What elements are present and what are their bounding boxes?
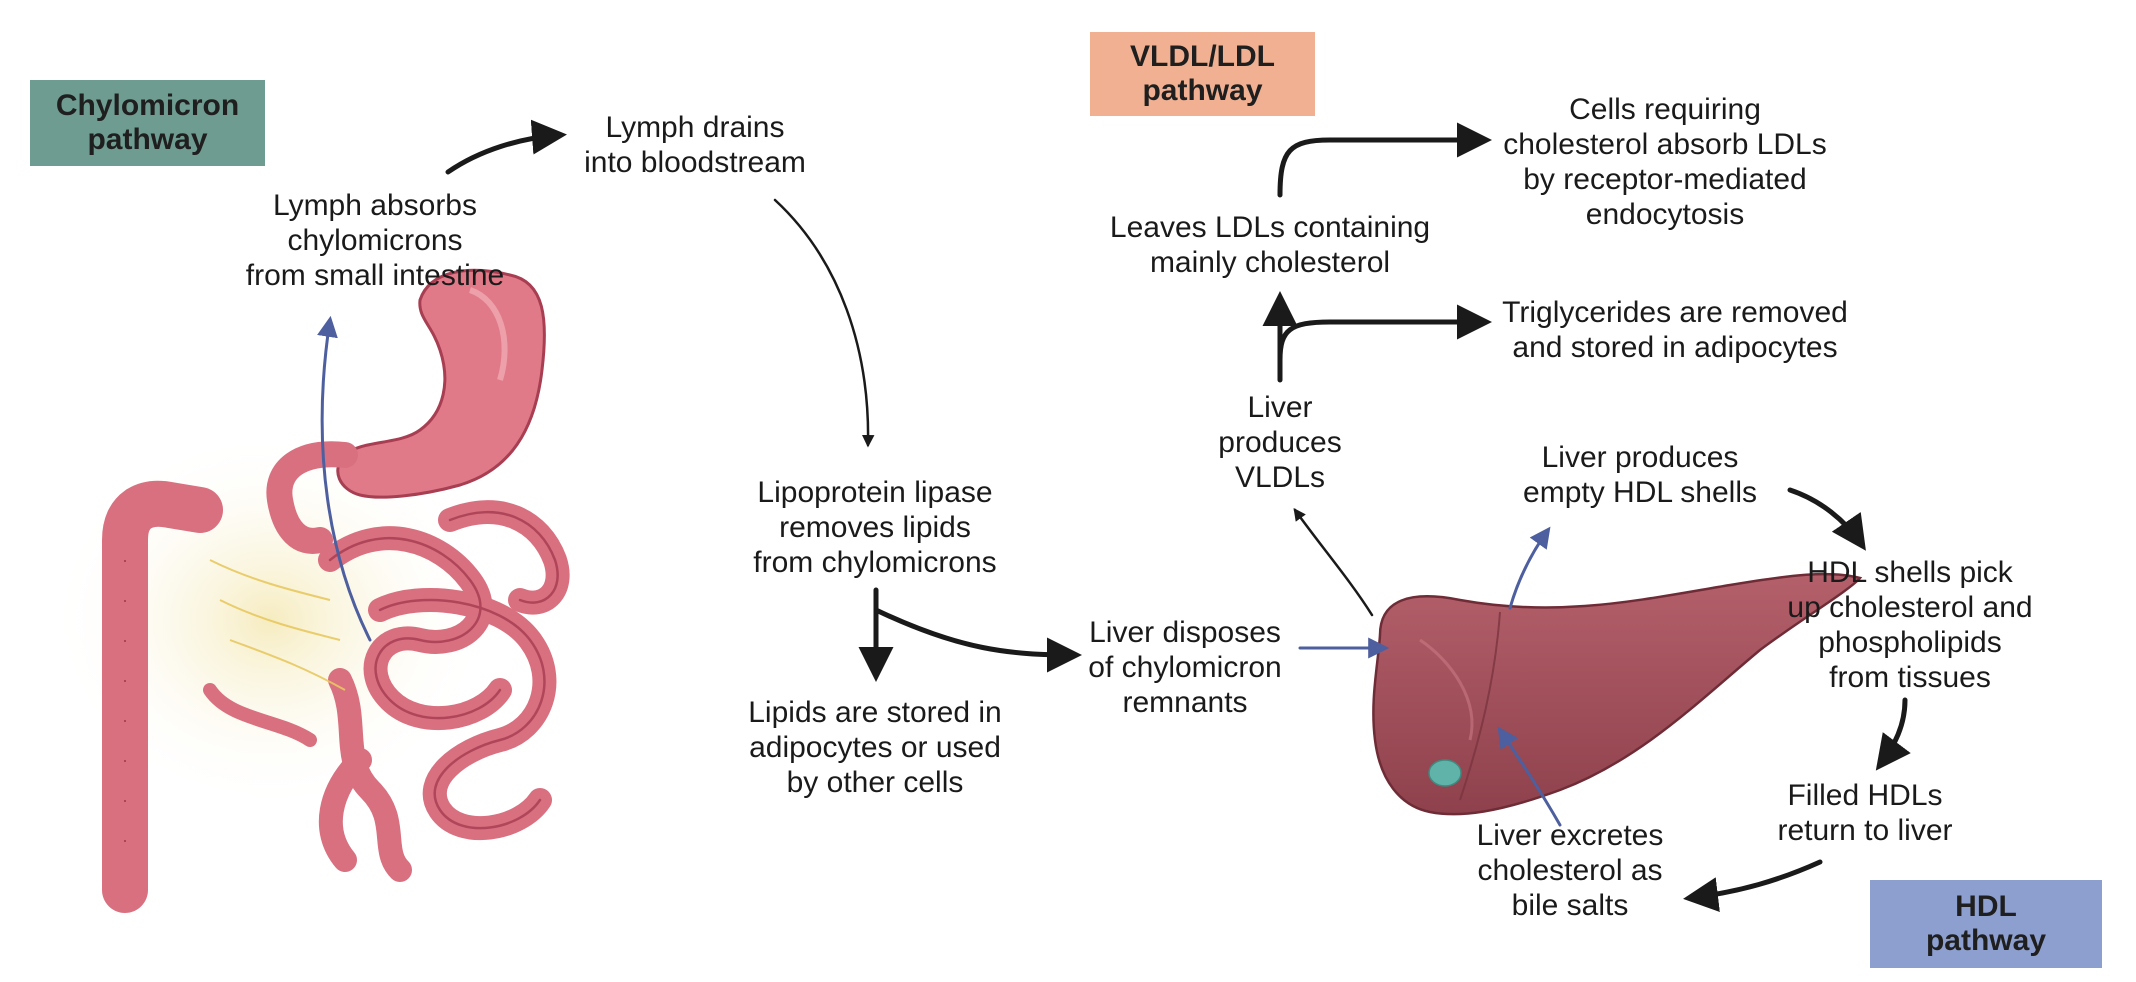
flow-arrows xyxy=(317,119,1911,913)
lipoprotein-lipase-label: Lipoprotein lipase removes lipids from c… xyxy=(753,476,997,579)
chylomicron-pathway-tag: Chylomicron pathway xyxy=(30,80,265,166)
liver-excretes-label: Liver excretes cholesterol as bile salts xyxy=(1476,819,1664,922)
lymph-drains-label: Lymph drains into bloodstream xyxy=(584,111,806,179)
chylomicron-pathway-label: Chylomicron pathway xyxy=(55,89,240,156)
filled-hdls-label: Filled HDLs return to liver xyxy=(1777,779,1953,847)
liver-produces-hdl-label: Liver produces empty HDL shells xyxy=(1523,441,1757,509)
vldl-ldl-pathway-label: VLDL/LDL pathway xyxy=(1130,40,1275,107)
liver-disposes-label: Liver disposes of chylomicron remnants xyxy=(1088,616,1282,719)
liver-produces-vldl-label: Liver produces VLDLs xyxy=(1218,391,1342,494)
triglycerides-removed-label: Triglycerides are removed and stored in … xyxy=(1502,296,1848,364)
liver-illustration-icon xyxy=(1372,572,1863,816)
cells-requiring-label: Cells requiring cholesterol absorb LDLs … xyxy=(1503,93,1827,231)
hdl-pathway-label: HDL pathway xyxy=(1925,890,2047,957)
lymph-absorbs-label: Lymph absorbs chylomicrons from small in… xyxy=(245,189,505,292)
vldl-ldl-pathway-tag: VLDL/LDL pathway xyxy=(1090,32,1315,116)
digestive-illustration-icon xyxy=(50,268,570,913)
lipids-stored-label: Lipids are stored in adipocytes or used … xyxy=(748,696,1002,799)
gallbladder-icon xyxy=(1428,759,1462,787)
hdl-pathway-tag: HDL pathway xyxy=(1870,880,2102,968)
leaves-ldl-label: Leaves LDLs containing mainly cholestero… xyxy=(1109,211,1431,279)
hdl-shells-pick-label: HDL shells pick up cholesterol and phosp… xyxy=(1787,556,2033,694)
